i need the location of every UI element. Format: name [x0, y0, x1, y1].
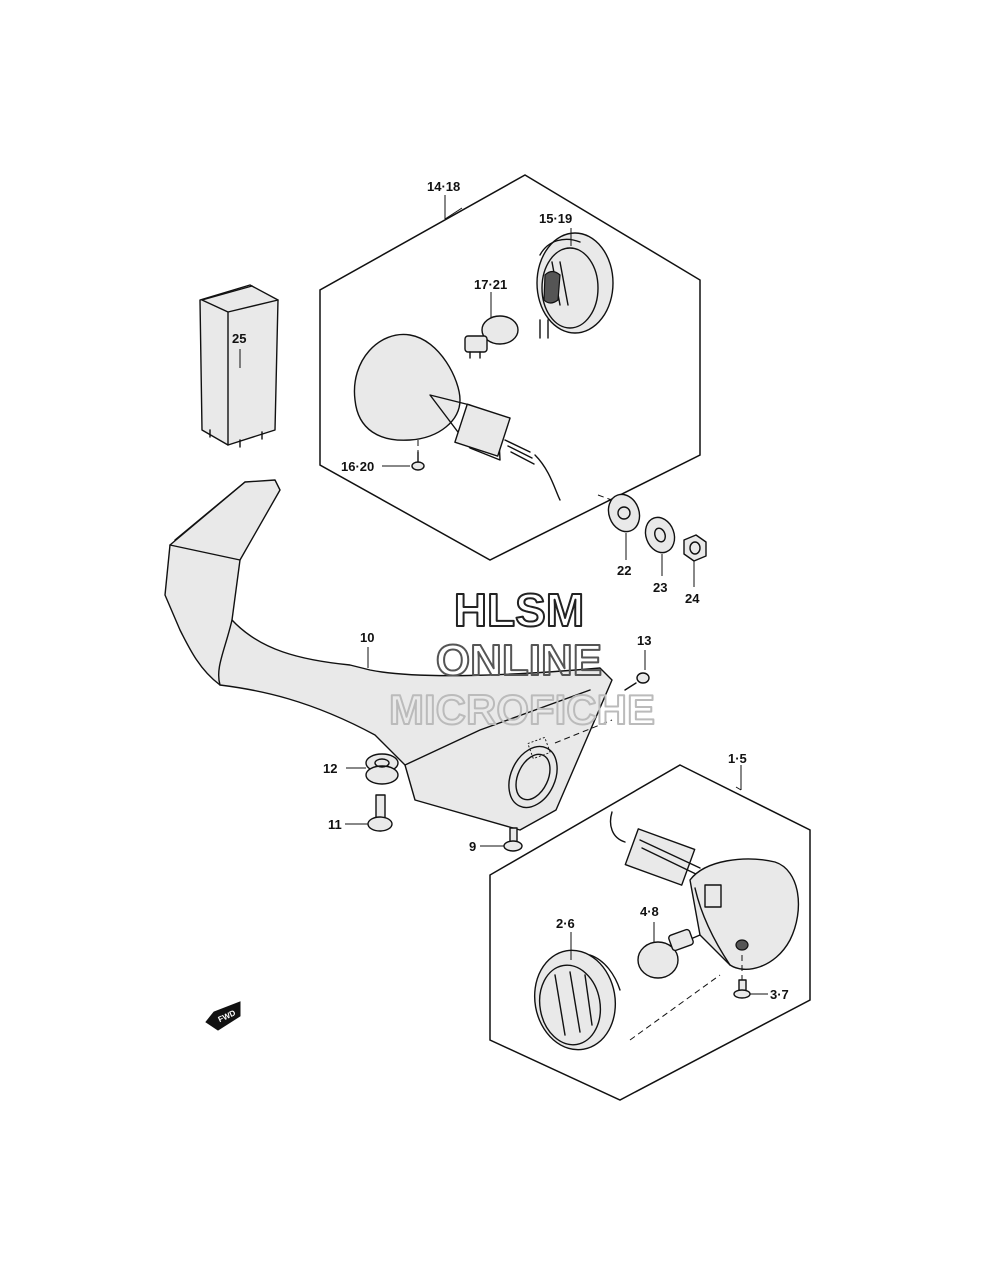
lens-part-2-6 [533, 949, 621, 1051]
lower-lens-housing [609, 811, 800, 970]
label-16-20: 16·20 [341, 459, 374, 474]
label-13: 13 [637, 633, 651, 648]
bracket-part-10 [164, 479, 613, 831]
label-25: 25 [232, 331, 246, 346]
label-4-8: 4·8 [640, 904, 659, 919]
label-11: 11 [328, 817, 342, 832]
screw-part-3-7 [733, 979, 751, 999]
grommet-part-12 [365, 753, 399, 785]
upper-lens-housing [353, 333, 561, 501]
fwd-arrow-icon: FWD [205, 1001, 241, 1031]
label-22: 22 [617, 563, 631, 578]
label-2-6: 2·6 [556, 916, 575, 931]
bulb-part-17-21 [464, 315, 519, 359]
label-10: 10 [360, 630, 374, 645]
label-23: 23 [653, 580, 667, 595]
nut-part-24 [683, 534, 707, 562]
relay-part-25 [199, 284, 279, 448]
bulb-part-4-8 [637, 928, 701, 979]
label-17-21: 17·21 [474, 277, 507, 292]
label-3-7: 3·7 [770, 987, 789, 1002]
socket-part-15-19 [536, 232, 614, 339]
bolt-part-11 [367, 794, 393, 832]
label-1-5: 1·5 [728, 751, 747, 766]
upper-turn-signal-group: 14·18 15·19 17·21 [319, 174, 701, 561]
label-24: 24 [685, 591, 700, 606]
lower-turn-signal-group: 1·5 4·8 2·6 [489, 751, 811, 1101]
washer-part-23 [644, 516, 676, 554]
label-12: 12 [323, 761, 337, 776]
label-9: 9 [469, 839, 476, 854]
lower-group-outline [489, 764, 811, 1101]
upper-group-outline [319, 174, 701, 561]
watermark-line2: ONLINE [436, 636, 602, 685]
watermark-line3: MICROFICHE [389, 686, 655, 733]
screw-part-16-20 [411, 451, 425, 471]
nut-part-22 [607, 493, 641, 533]
watermark-line1: HLSM [454, 584, 584, 636]
screw-part-13 [624, 672, 650, 691]
label-15-19: 15·19 [539, 211, 572, 226]
watermark: HLSM ONLINE MICROFICHE [388, 583, 656, 734]
label-14-18: 14·18 [427, 179, 460, 194]
screw-part-9 [503, 827, 523, 852]
